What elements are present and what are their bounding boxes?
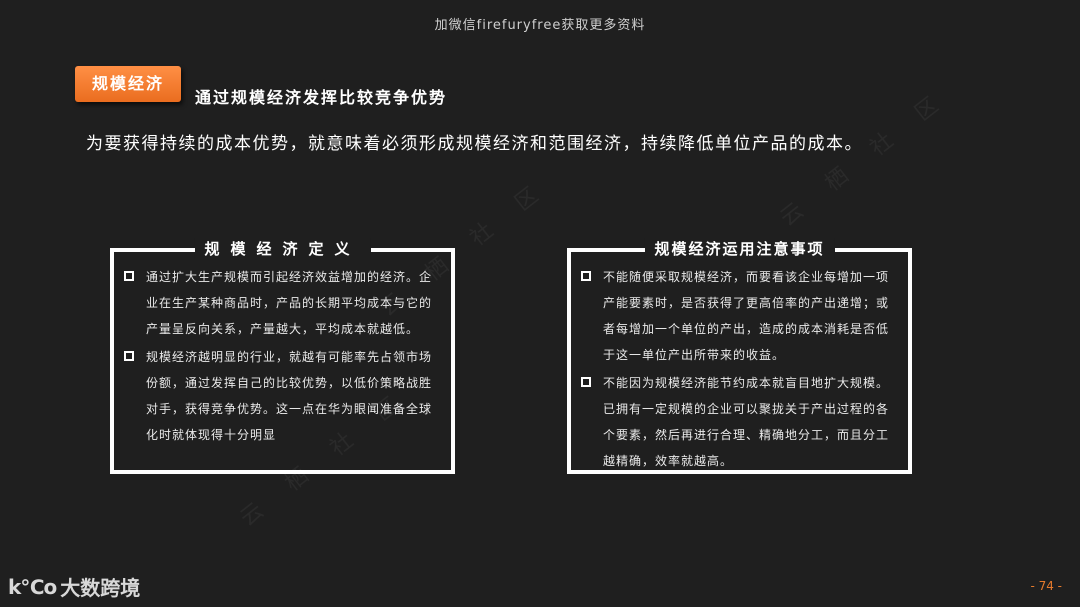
list-item-text: 通过扩大生产规模而引起经济效益增加的经济。企业在生产某种商品时，产品的长期平均成… [146, 270, 433, 336]
section-subtitle: 通过规模经济发挥比较竞争优势 [195, 88, 448, 107]
square-bullet-icon [581, 377, 591, 387]
intro-text: 为要获得持续的成本优势，就意味着必须形成规模经济和范围经济，持续降低单位产品的成… [86, 134, 863, 154]
notes-card: 规模经济运用注意事项 不能随便采取规模经济，而要看该企业每增加一项产能要素时，是… [567, 238, 912, 476]
list-item: 规模经济越明显的行业，就越有可能率先占领市场份额，通过发挥自己的比较优势，以低价… [124, 344, 437, 448]
brand-logo: k℃o 大数跨境 [8, 572, 140, 601]
definition-card-title: 规模经济定义 [194, 238, 371, 259]
notes-list: 不能随便采取规模经济，而要看该企业每增加一项产能要素时，是否获得了更高倍率的产出… [581, 264, 894, 476]
list-item-text: 规模经济越明显的行业，就越有可能率先占领市场份额，通过发挥自己的比较优势，以低价… [146, 350, 433, 442]
section-tag: 规模经济 [75, 66, 181, 102]
watermark: 云 栖 社 区 [775, 84, 955, 232]
definition-card: 规模经济定义 通过扩大生产规模而引起经济效益增加的经济。企业在生产某种商品时，产… [110, 238, 455, 474]
top-banner: 加微信firefuryfree获取更多资料 [434, 18, 646, 33]
list-item: 不能随便采取规模经济，而要看该企业每增加一项产能要素时，是否获得了更高倍率的产出… [581, 264, 894, 368]
logo-text: 大数跨境 [60, 576, 141, 600]
list-item-text: 不能随便采取规模经济，而要看该企业每增加一项产能要素时，是否获得了更高倍率的产出… [603, 270, 890, 362]
list-item: 不能因为规模经济能节约成本就盲目地扩大规模。已拥有一定规模的企业可以聚拢关于产出… [581, 370, 894, 474]
list-item: 通过扩大生产规模而引起经济效益增加的经济。企业在生产某种商品时，产品的长期平均成… [124, 264, 437, 342]
page-number: - 74 - [1030, 579, 1062, 593]
square-bullet-icon [124, 351, 134, 361]
definition-list: 通过扩大生产规模而引起经济效益增加的经济。企业在生产某种商品时，产品的长期平均成… [124, 264, 437, 450]
notes-card-title: 规模经济运用注意事项 [644, 238, 835, 259]
square-bullet-icon [124, 271, 134, 281]
square-bullet-icon [581, 271, 591, 281]
list-item-text: 不能因为规模经济能节约成本就盲目地扩大规模。已拥有一定规模的企业可以聚拢关于产出… [603, 376, 890, 468]
logo-mark-icon: k℃o [8, 574, 57, 599]
